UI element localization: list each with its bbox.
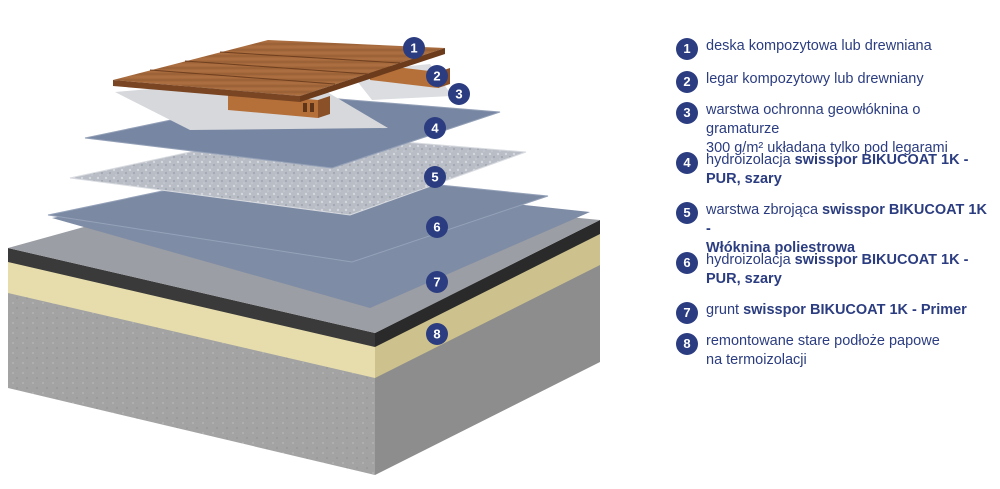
badge-5: 5 [424,166,446,188]
legend-line: 300 g/m² układana tylko pod legarami [706,139,992,158]
legend-line: Włóknina poliestrowa [706,239,992,258]
legend-text: hydroizolacja swisspor BIKUCOAT 1K -PUR,… [706,151,992,189]
badge-2: 2 [426,65,448,87]
legend-line: hydroizolacja swisspor BIKUCOAT 1K - [706,251,992,270]
legend-line: PUR, szary [706,170,992,189]
legend-number-badge: 8 [676,333,698,355]
legend-product-name: PUR, szary [706,171,782,187]
legend-line: na termoizolacji [706,351,992,370]
roof-layers-illustration: 1 2 3 4 5 6 7 8 [8,37,600,475]
legend-description: deska kompozytowa lub drewniana [706,38,932,54]
legend-product-name: PUR, szary [706,271,782,287]
legend-text: legar kompozytowy lub drewniany [706,70,992,89]
legend-item-5: 5 warstwa zbrojąca swisspor BIKUCOAT 1K -… [676,201,992,258]
legend-line: warstwa ochronna geowłóknina o gramaturz… [706,101,992,139]
legend-description: na termoizolacji [706,352,807,368]
legend-description: grunt [706,302,744,318]
legend-description: hydroizolacja [706,252,795,268]
layer-1-decking [113,40,445,102]
legend-description: remontowane stare podłoże papowe [706,333,940,349]
legend-item-2: 2 legar kompozytowy lub drewniany [676,70,992,93]
bitumen-side-face [375,220,600,347]
legend-line: remontowane stare podłoże papowe [706,332,992,351]
legend-text: deska kompozytowa lub drewniana [706,37,992,56]
legend-product-name: swisspor BIKUCOAT 1K - Primer [743,302,967,318]
concrete-front-face [8,290,375,475]
legend-description: 300 g/m² układana tylko pod legarami [706,140,948,156]
legend-product-name: swisspor BIKUCOAT 1K - [794,252,969,268]
insulation-front-face [8,260,375,378]
legend-line: hydroizolacja swisspor BIKUCOAT 1K - [706,151,992,170]
legend-description: hydroizolacja [706,152,795,168]
legend-description: warstwa zbrojąca [706,202,823,218]
legend-description: warstwa ochronna geowłóknina o gramaturz… [706,102,921,137]
legend-number-badge: 5 [676,202,698,224]
svg-text:4: 4 [431,121,439,136]
legend-line: legar kompozytowy lub drewniany [706,70,992,89]
legend-product-name: Włóknina poliestrowa [706,240,856,256]
legend-number-badge: 4 [676,152,698,174]
svg-text:5: 5 [431,170,438,185]
legend-item-8: 8 remontowane stare podłoże papowe na term… [676,332,992,370]
badge-1: 1 [403,37,425,59]
legend-item-3: 3 warstwa ochronna geowłóknina o gramatur… [676,101,992,158]
legend-line: warstwa zbrojąca swisspor BIKUCOAT 1K - [706,201,992,239]
legend-number-badge: 7 [676,302,698,324]
badge-6: 6 [426,216,448,238]
svg-text:6: 6 [433,220,440,235]
bitumen-front-face [8,248,375,347]
legend-number-badge: 3 [676,102,698,124]
legend-text: remontowane stare podłoże papowe na termo… [706,332,992,370]
legend-product-name: swisspor BIKUCOAT 1K - [794,152,969,168]
legend-number-badge: 6 [676,252,698,274]
legend-text: hydroizolacja swisspor BIKUCOAT 1K -PUR,… [706,251,992,289]
legend-line: grunt swisspor BIKUCOAT 1K - Primer [706,301,992,320]
legend-product-name: swisspor BIKUCOAT 1K - [706,202,987,237]
legend-line: deska kompozytowa lub drewniana [706,37,992,56]
legend-item-1: 1 deska kompozytowa lub drewniana [676,37,992,60]
concrete-side-face [375,262,600,475]
badge-7: 7 [426,271,448,293]
svg-text:1: 1 [410,41,417,56]
legend-description: legar kompozytowy lub drewniany [706,71,924,87]
svg-text:3: 3 [455,87,462,102]
svg-text:2: 2 [433,69,440,84]
svg-text:8: 8 [433,327,440,342]
svg-text:7: 7 [433,275,440,290]
legend-text: warstwa zbrojąca swisspor BIKUCOAT 1K -W… [706,201,992,258]
badge-3: 3 [448,83,470,105]
legend-text: grunt swisspor BIKUCOAT 1K - Primer [706,301,992,320]
legend-number-badge: 1 [676,38,698,60]
badge-4: 4 [424,117,446,139]
badge-8: 8 [426,323,448,345]
legend-text: warstwa ochronna geowłóknina o gramaturz… [706,101,992,158]
legend-line: PUR, szary [706,270,992,289]
legend-item-7: 7 grunt swisspor BIKUCOAT 1K - Primer [676,301,992,324]
legend-number-badge: 2 [676,71,698,93]
